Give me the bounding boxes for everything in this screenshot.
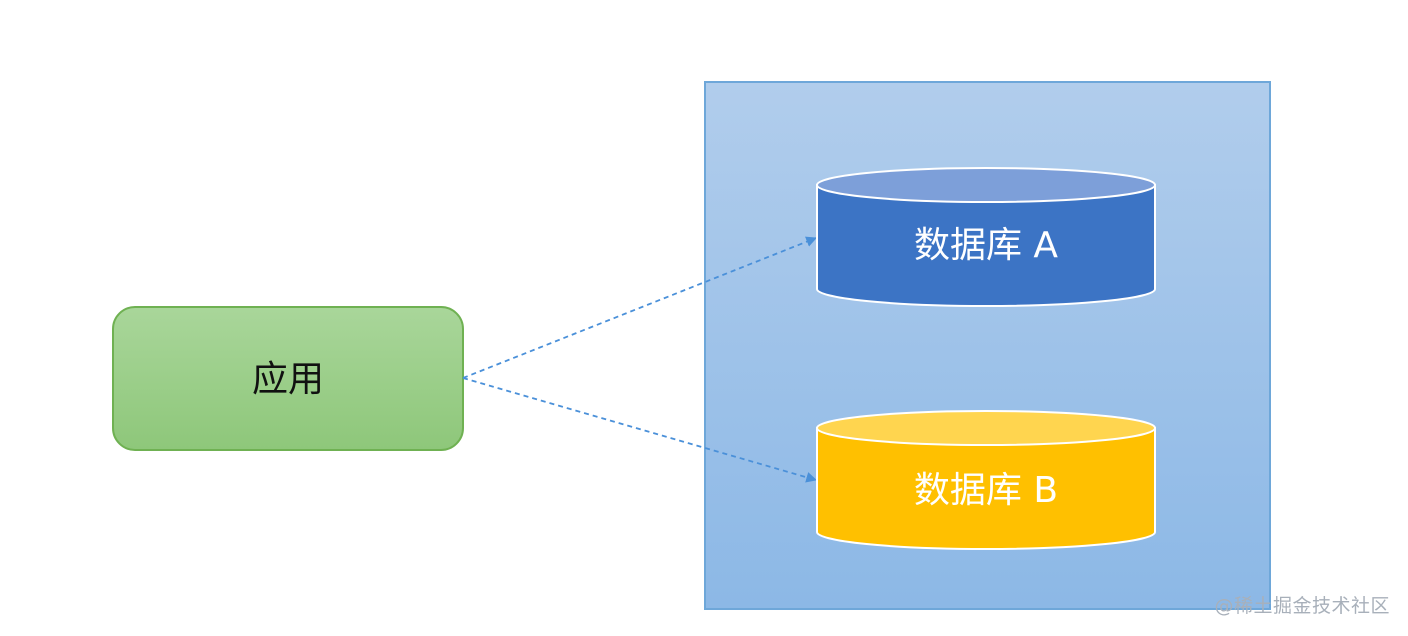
database-a: 数据库 A [816,167,1156,307]
database-a-top [816,167,1156,203]
database-b: 数据库 B [816,410,1156,550]
watermark: @稀土掘金技术社区 [1214,595,1390,617]
database-a-label: 数据库 A [914,225,1058,266]
database-b-top [816,410,1156,446]
database-b-label: 数据库 B [914,470,1058,511]
database-a-body [816,184,1156,307]
edge-app-to-db-b [462,377,818,483]
edge-app-to-db-a [462,236,818,379]
database-b-body [816,427,1156,550]
app-node-label: 应用 [252,359,324,400]
app-node: 应用 [112,306,464,451]
